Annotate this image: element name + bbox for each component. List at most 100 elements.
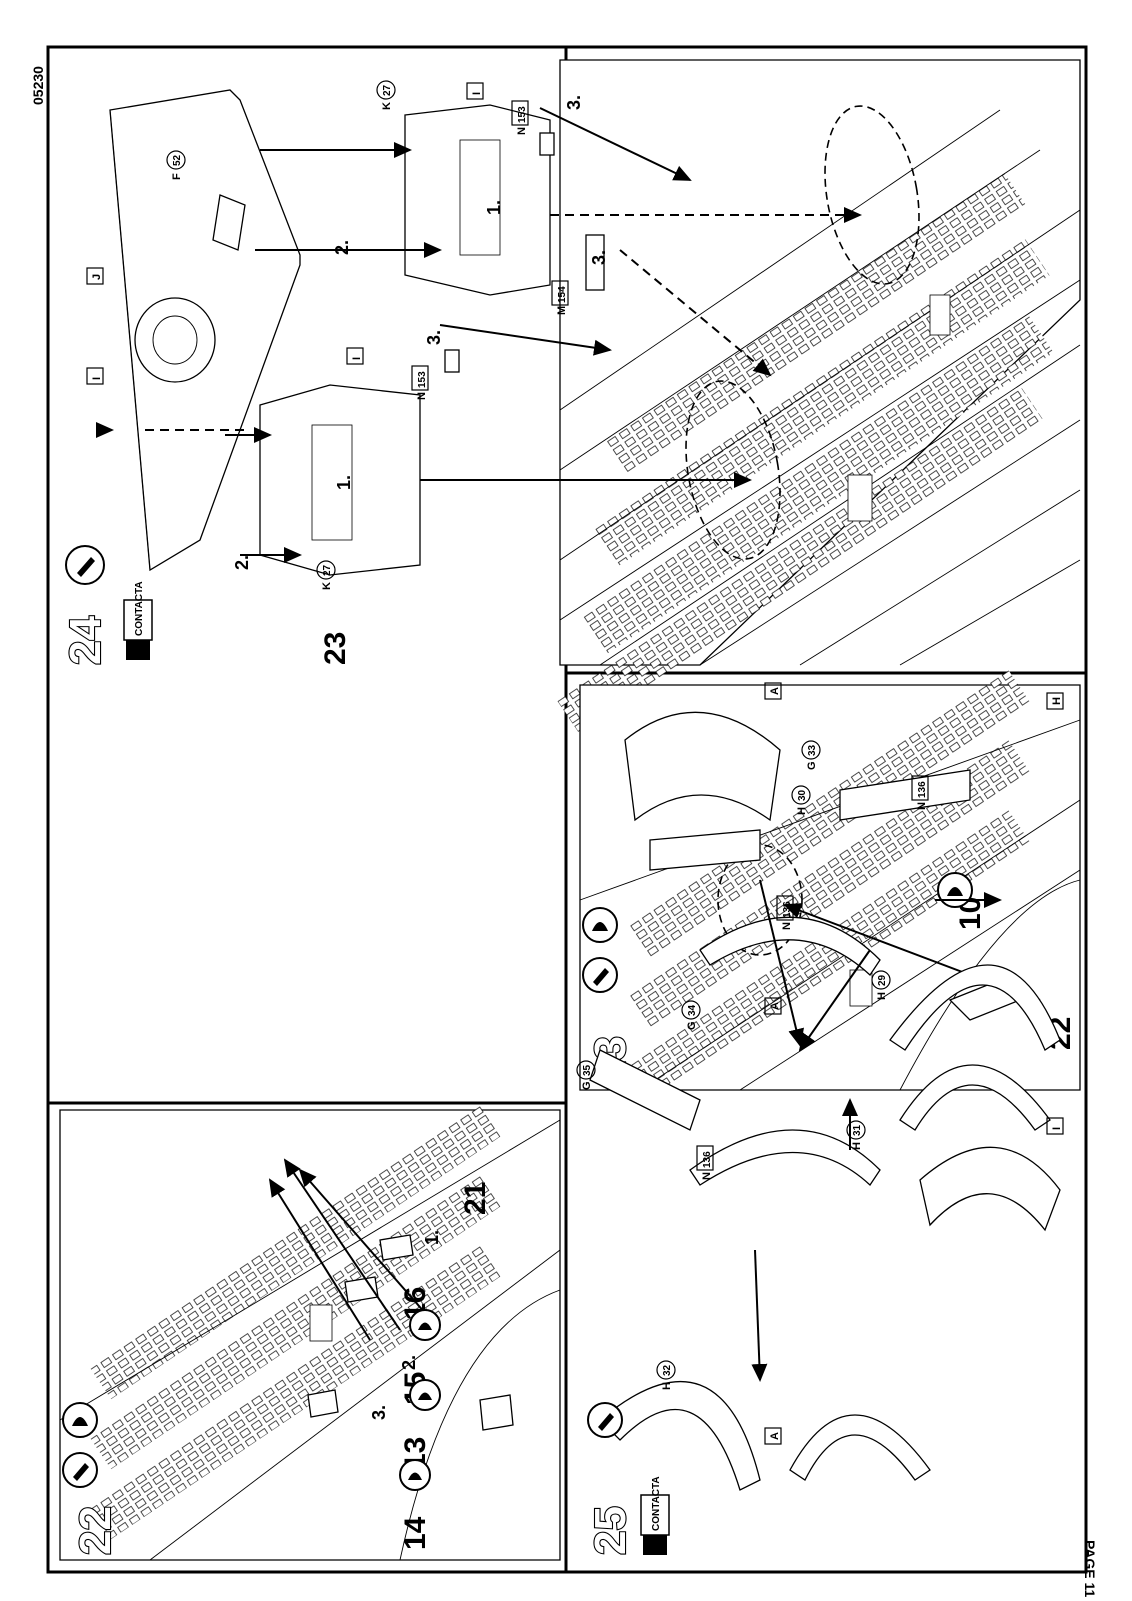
part-n153-a: [444, 349, 460, 373]
seq-3-b: 3.: [589, 250, 609, 265]
frame-top: [624, 711, 781, 822]
seq-3: 3.: [369, 1405, 389, 1420]
label-f: F: [171, 173, 183, 180]
paint-icon: [62, 1402, 98, 1438]
step-24-number: 24: [61, 616, 110, 665]
piece-h31: [789, 1414, 931, 1481]
part-n153-b: [539, 132, 555, 156]
label-h32-num: 32: [662, 1364, 673, 1376]
highlight-area-24a: [685, 380, 781, 560]
glue-icon: [65, 545, 105, 585]
contacta-label-25: CONTACTA: [651, 1476, 662, 1531]
label-k-left: K: [321, 582, 333, 590]
strip-g34: [649, 829, 761, 871]
label-h-1: H: [1051, 697, 1063, 705]
paint-icon: [937, 872, 973, 908]
seq-1-left: 1.: [334, 475, 354, 490]
label-h29-num: 29: [877, 974, 888, 986]
seq-1: 1.: [422, 1230, 442, 1245]
piece-h30: [889, 964, 1061, 1051]
strip-g35: [589, 1049, 701, 1131]
label-g33: G: [806, 761, 818, 770]
part-13: [479, 1394, 514, 1431]
label-n153-a-num: 153: [417, 371, 428, 388]
highlight-area-24b: [824, 105, 920, 285]
seq-3-c: 3.: [564, 95, 584, 110]
label-n-b: N: [516, 127, 528, 135]
label-i-c: I: [471, 92, 483, 95]
label-h32: H: [661, 1382, 673, 1390]
part-14-number: 14: [399, 1516, 432, 1550]
label-h31: H: [851, 1142, 863, 1150]
step-24-panel: F 52 K 27 K 27 N 153 N 153 M 154: [60, 59, 1081, 734]
step-22-panel: 22 14 13 15 16 21 1. 2. 3.: [59, 1104, 561, 1561]
label-j: J: [91, 274, 103, 280]
curve-b: [689, 1129, 881, 1186]
label-n-a: N: [416, 392, 428, 400]
hull-drawing-24: [556, 59, 1081, 734]
paint-icon: [409, 1379, 441, 1411]
label-g34: G: [686, 1021, 698, 1030]
curve-a: [699, 916, 881, 976]
label-k-right: K: [381, 102, 393, 110]
step-25-panel: G 35 G 34 G 33 H 32 H 31 H 30: [576, 682, 1064, 1556]
label-i-b: I: [351, 357, 363, 360]
label-h31-num: 31: [852, 1124, 863, 1136]
label-a-2: A: [769, 1002, 781, 1010]
label-k27-left-num: 27: [322, 564, 333, 576]
label-n136-c: N: [916, 802, 928, 810]
page-label: PAGE 11: [1082, 1540, 1098, 1598]
label-n136-b: N: [781, 922, 793, 930]
piece-h32: [599, 1381, 761, 1491]
label-i-a: I: [91, 377, 103, 380]
glue-icon: [582, 957, 618, 993]
label-h30: H: [796, 807, 808, 815]
label-g33-num: 33: [807, 744, 818, 756]
paint-icon: [582, 907, 618, 943]
round-part-j: [134, 297, 216, 383]
seq-3-a: 3.: [424, 330, 444, 345]
catalog-number: 05230: [30, 66, 46, 105]
label-g35-num: 35: [582, 1064, 593, 1076]
part-14: [307, 1389, 339, 1418]
highlight-area-23: [717, 844, 803, 956]
step-24-ref-23: 23: [319, 632, 352, 665]
strip-g33: [839, 769, 971, 821]
label-k27-right-num: 27: [382, 84, 393, 96]
piece-h29: [899, 1064, 1051, 1131]
contacta-glue-bottle-icon: CONTACTA: [640, 1476, 670, 1555]
label-m: M: [556, 306, 568, 315]
label-n136-a-num: 136: [702, 1151, 713, 1168]
glue-icon: [62, 1452, 98, 1488]
step-25-number: 25: [586, 1506, 635, 1555]
label-n153-b-num: 153: [517, 106, 528, 123]
label-i-25: I: [1051, 1127, 1063, 1130]
part-16: [379, 1234, 414, 1261]
paint-icon: [409, 1309, 441, 1341]
contacta-label-24: CONTACTA: [134, 581, 145, 636]
label-h29: H: [876, 992, 888, 1000]
step-22-number: 22: [71, 1506, 120, 1555]
label-h30-num: 30: [797, 789, 808, 801]
seq-1-right: 1.: [484, 200, 504, 215]
label-n136-c-num: 136: [917, 781, 928, 798]
label-f52-num: 52: [172, 154, 183, 166]
part-21-number: 21: [459, 1182, 492, 1215]
label-m154-num: 154: [557, 286, 568, 303]
part-m154: [585, 234, 605, 291]
seq-2: 2.: [399, 1355, 419, 1370]
slot-part-j: [212, 194, 246, 251]
label-a-1: A: [769, 687, 781, 695]
seq-2-left: 2.: [232, 555, 252, 570]
label-n136-a: N: [701, 1172, 713, 1180]
frame-bottom: [919, 1146, 1061, 1232]
paint-icon: [399, 1459, 431, 1491]
glue-icon: [587, 1402, 623, 1438]
label-a-3: A: [769, 1432, 781, 1440]
seq-2-right: 2.: [332, 240, 352, 255]
label-g34-num: 34: [687, 1004, 698, 1016]
contacta-glue-bottle-icon: CONTACTA: [123, 581, 153, 660]
label-n136-b-num: 136: [782, 901, 793, 918]
label-g35: G: [581, 1081, 593, 1090]
